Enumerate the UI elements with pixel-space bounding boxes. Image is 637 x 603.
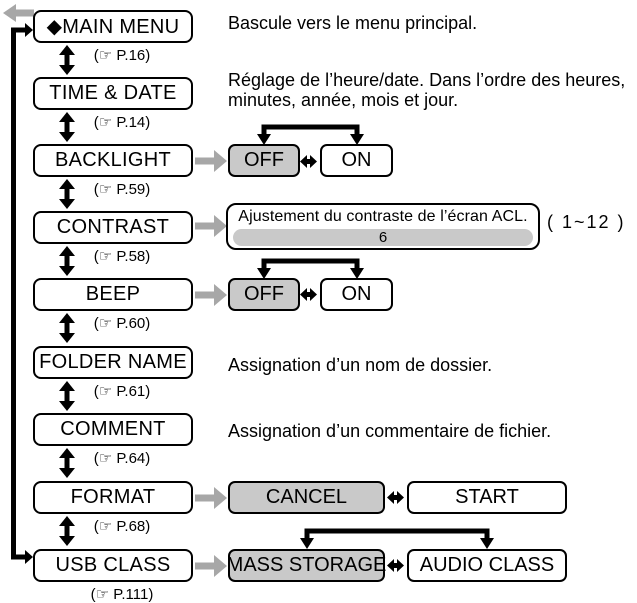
description-time-date: Réglage de l’heure/date. Dans l’ordre de… [228, 70, 626, 110]
swap-arrow-icon [387, 559, 404, 572]
menu-item-usb-class[interactable]: USB CLASS [33, 549, 193, 582]
menu-item-folder-name[interactable]: FOLDER NAME [33, 346, 193, 379]
contrast-range: ( 1~12 ) [547, 212, 626, 232]
updown-arrow-icon [59, 112, 75, 142]
menu-item-time-date[interactable]: TIME & DATE [33, 77, 193, 110]
swap-arrow-icon [387, 491, 404, 504]
option-backlight-on[interactable]: ON [320, 144, 393, 177]
menu-item-beep[interactable]: BEEP [33, 278, 193, 311]
page-ref-backlight: (☞ P.59) [93, 181, 151, 198]
updown-arrow-icon [59, 313, 75, 343]
option-backlight-off[interactable]: OFF [228, 144, 300, 177]
updown-arrow-icon [59, 45, 75, 75]
contrast-panel: Ajustement du contraste de l’écran ACL. … [226, 203, 540, 250]
updown-arrow-icon [59, 516, 75, 546]
option-beep-on[interactable]: ON [320, 278, 393, 311]
page-ref-contrast: (☞ P.58) [93, 248, 151, 265]
description-comment: Assignation d’un commentaire de fichier. [228, 421, 552, 441]
page-ref-beep: (☞ P.60) [93, 315, 151, 332]
page-ref-comment: (☞ P.64) [93, 450, 151, 467]
page-ref-main-menu: (☞ P.16) [93, 47, 151, 64]
option-usb-audio-class[interactable]: AUDIO CLASS [407, 549, 567, 582]
contrast-level-bar[interactable]: 6 [233, 229, 533, 246]
page-ref-folder-name: (☞ P.61) [93, 383, 151, 400]
menu-item-contrast[interactable]: CONTRAST [33, 211, 193, 244]
menu-item-comment[interactable]: COMMENT [33, 413, 193, 446]
toggle-bracket-icon [257, 124, 364, 145]
option-format-cancel[interactable]: CANCEL [228, 481, 385, 514]
menu-loop-arrow-icon [11, 23, 33, 564]
page-ref-usb-class: (☞ P.111) [90, 586, 154, 603]
flow-arrow-icon [195, 487, 227, 509]
updown-arrow-icon [59, 448, 75, 478]
menu-item-backlight[interactable]: BACKLIGHT [33, 144, 193, 177]
updown-arrow-icon [59, 381, 75, 411]
flow-arrow-icon [195, 150, 227, 172]
back-arrow-icon [3, 4, 34, 22]
swap-arrow-icon [300, 288, 317, 301]
menu-item-format[interactable]: FORMAT [33, 481, 193, 514]
contrast-value: 6 [378, 229, 388, 246]
description-main-menu: Bascule vers le menu principal. [228, 13, 478, 33]
contrast-caption: Ajustement du contraste de l’écran ACL. [238, 208, 528, 225]
option-beep-off[interactable]: OFF [228, 278, 300, 311]
option-usb-mass-storage[interactable]: MASS STORAGE [227, 549, 386, 582]
flow-arrow-icon [195, 215, 227, 237]
toggle-bracket-icon [300, 528, 494, 549]
flow-arrow-icon [195, 284, 227, 306]
swap-arrow-icon [300, 155, 317, 168]
description-folder-name: Assignation d’un nom de dossier. [228, 355, 493, 375]
menu-item-main-menu[interactable]: ◆MAIN MENU [33, 10, 193, 43]
toggle-bracket-icon [257, 258, 364, 279]
page-ref-format: (☞ P.68) [93, 518, 151, 535]
updown-arrow-icon [59, 179, 75, 209]
option-format-start[interactable]: START [407, 481, 567, 514]
updown-arrow-icon [59, 246, 75, 276]
page-ref-time-date: (☞ P.14) [93, 114, 151, 131]
flow-arrow-icon [195, 555, 227, 577]
